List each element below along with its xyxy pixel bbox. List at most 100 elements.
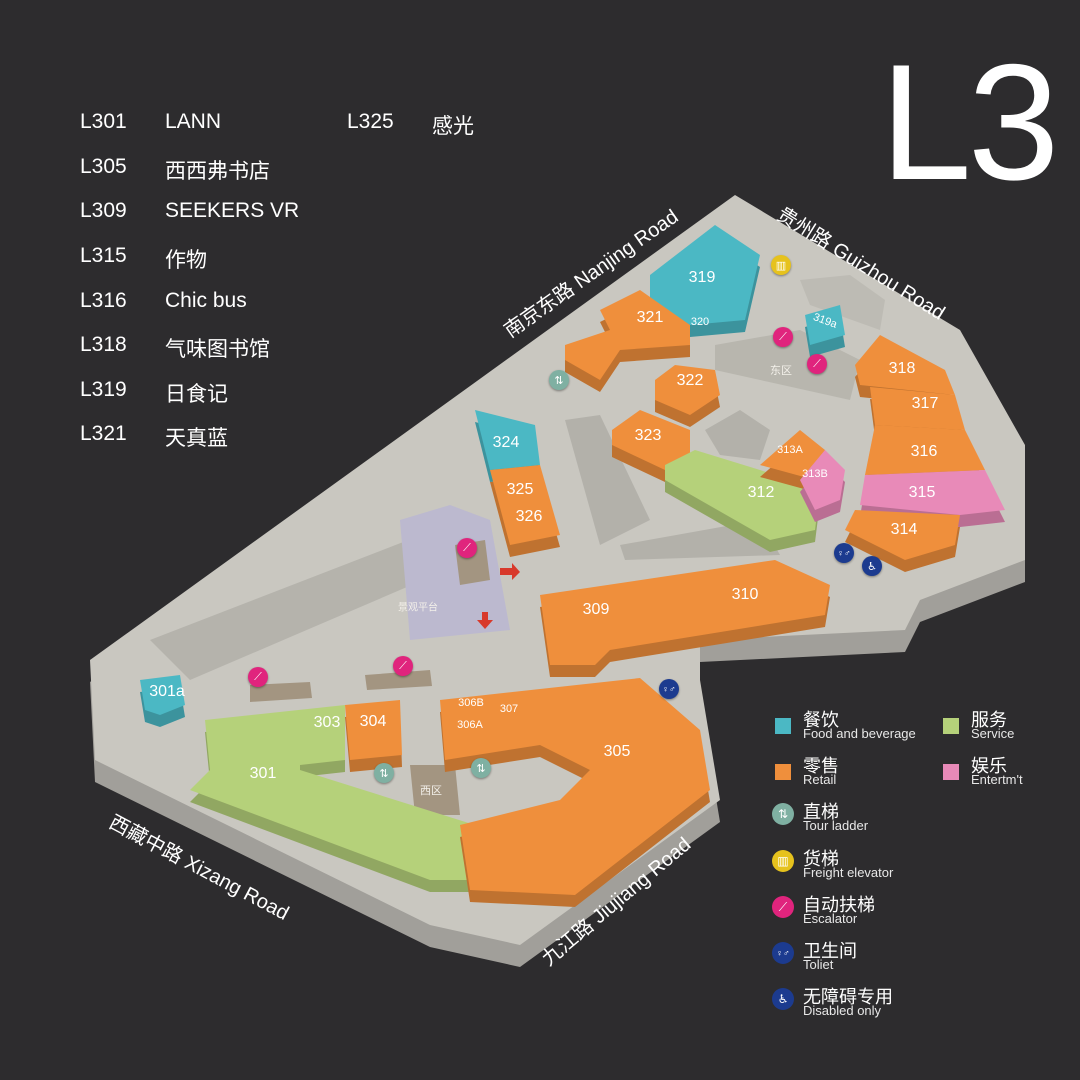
store-307[interactable]: 307	[499, 703, 519, 715]
retail-swatch	[775, 764, 791, 780]
store-code: L301	[80, 110, 127, 133]
elevator-icon[interactable]: ⇅	[471, 758, 491, 778]
store-code: L305	[80, 155, 127, 178]
legend-label-en: Service	[971, 726, 1015, 741]
store-309[interactable]: 309	[582, 601, 610, 618]
escalator-icon[interactable]: ⟋	[248, 667, 268, 687]
store-name: 日食记	[165, 383, 228, 406]
escalator-icon[interactable]: ⟋	[773, 327, 793, 347]
store-319[interactable]: 319	[688, 269, 716, 286]
store-315[interactable]: 315	[908, 484, 936, 501]
toilet-icon[interactable]: ♀♂	[659, 679, 679, 699]
disabled-access-icon[interactable]: ♿	[862, 556, 882, 576]
freight-elevator-icon[interactable]: ▥	[771, 255, 791, 275]
store-324[interactable]: 324	[492, 434, 520, 451]
store-312[interactable]: 312	[747, 484, 775, 501]
store-name: SEEKERS VR	[165, 199, 300, 222]
store-301-shape	[190, 705, 475, 880]
store-name: 作物	[165, 249, 207, 272]
zone-east-label: 东区	[770, 365, 792, 377]
store-316-shape	[865, 425, 985, 475]
store-321[interactable]: 321	[636, 309, 664, 326]
legend-label: 服务	[971, 710, 1007, 730]
store-316[interactable]: 316	[910, 443, 938, 460]
store-301a[interactable]: 301a	[149, 683, 185, 700]
store-306a[interactable]: 306A	[457, 719, 483, 731]
store-319-shape	[650, 225, 760, 325]
store-323[interactable]: 323	[634, 427, 662, 444]
legend-label-en: Toliet	[803, 957, 834, 972]
legend-label: 零售	[803, 756, 839, 776]
legend-label: 餐饮	[803, 710, 839, 730]
entertainment-swatch	[943, 764, 959, 780]
legend-label-en: Entertm't	[971, 772, 1023, 787]
floor-level-label: L3	[880, 30, 1060, 214]
elevator-icon: ⇅	[772, 803, 794, 825]
zone-west-label: 西区	[420, 785, 442, 797]
viewing-platform	[400, 505, 510, 640]
atrium-void	[705, 410, 770, 460]
store-322-shape	[655, 365, 720, 415]
store-317[interactable]: 317	[911, 395, 939, 412]
store-318[interactable]: 318	[888, 360, 916, 377]
store-name: Chic bus	[165, 289, 247, 312]
legend-label-en: Disabled only	[803, 1003, 882, 1018]
escalator-icon[interactable]: ⟋	[393, 656, 413, 676]
escalator-icon[interactable]: ⟋	[807, 354, 827, 374]
service-swatch	[943, 718, 959, 734]
store-304[interactable]: 304	[359, 713, 387, 730]
store-323-shape	[612, 410, 690, 470]
store-303[interactable]: 303	[313, 714, 341, 731]
store-314-shape	[845, 510, 960, 560]
legend-label: 娱乐	[971, 756, 1007, 776]
store-325-shape	[490, 465, 560, 545]
legend-label-en: Retail	[803, 772, 837, 787]
store-318-shape	[855, 335, 955, 395]
store-315-shape	[860, 470, 1005, 515]
elevator-icon[interactable]: ⇅	[549, 370, 569, 390]
legend-label: 自动扶梯	[803, 895, 875, 915]
direction-arrow	[477, 612, 493, 629]
store-324-shape	[475, 410, 540, 470]
legend-label: 无障碍专用	[803, 987, 893, 1007]
store-325[interactable]: 325	[506, 481, 534, 498]
store-310[interactable]: 310	[731, 586, 759, 603]
store-322[interactable]: 322	[676, 372, 704, 389]
store-304-shape	[345, 700, 402, 760]
store-313a[interactable]: 313A	[777, 444, 803, 456]
escalator-icon: ⟋	[772, 896, 794, 918]
store-code: L325	[347, 110, 394, 133]
store-313B-shape	[800, 450, 845, 510]
store-name: 西西弗书店	[165, 160, 270, 183]
store-321-shape	[565, 290, 690, 380]
store-code: L319	[80, 378, 127, 401]
store-313b[interactable]: 313B	[802, 468, 828, 480]
store-305[interactable]: 305	[603, 743, 631, 760]
food-swatch	[775, 718, 791, 734]
freight-elevator-icon: ▥	[772, 850, 794, 872]
store-306b[interactable]: 306B	[458, 697, 484, 709]
store-301[interactable]: 301	[249, 765, 277, 782]
store-name: LANN	[165, 110, 222, 133]
store-313A-shape	[760, 430, 825, 480]
viewing-platform-label: 景观平台	[398, 602, 438, 614]
service-area	[800, 275, 885, 330]
store-314[interactable]: 314	[890, 521, 918, 538]
escalator-base	[365, 670, 432, 690]
toilet-icon[interactable]: ♀♂	[834, 543, 854, 563]
atrium-void	[565, 415, 650, 545]
escalator-icon[interactable]: ⟋	[457, 538, 477, 558]
store-312-shape	[665, 450, 820, 540]
legend-label: 直梯	[803, 802, 839, 822]
store-code: L321	[80, 422, 127, 445]
legend-label-en: Food and beverage	[803, 726, 916, 741]
store-code: L318	[80, 333, 127, 356]
elevator-icon[interactable]: ⇅	[374, 763, 394, 783]
legend-label-en: Tour ladder	[803, 818, 869, 833]
store-326[interactable]: 326	[515, 508, 543, 525]
toilet-icon: ♀♂	[772, 942, 794, 964]
store-name: 气味图书馆	[165, 338, 270, 361]
west-zone-core	[410, 765, 460, 815]
store-320[interactable]: 320	[690, 316, 710, 328]
